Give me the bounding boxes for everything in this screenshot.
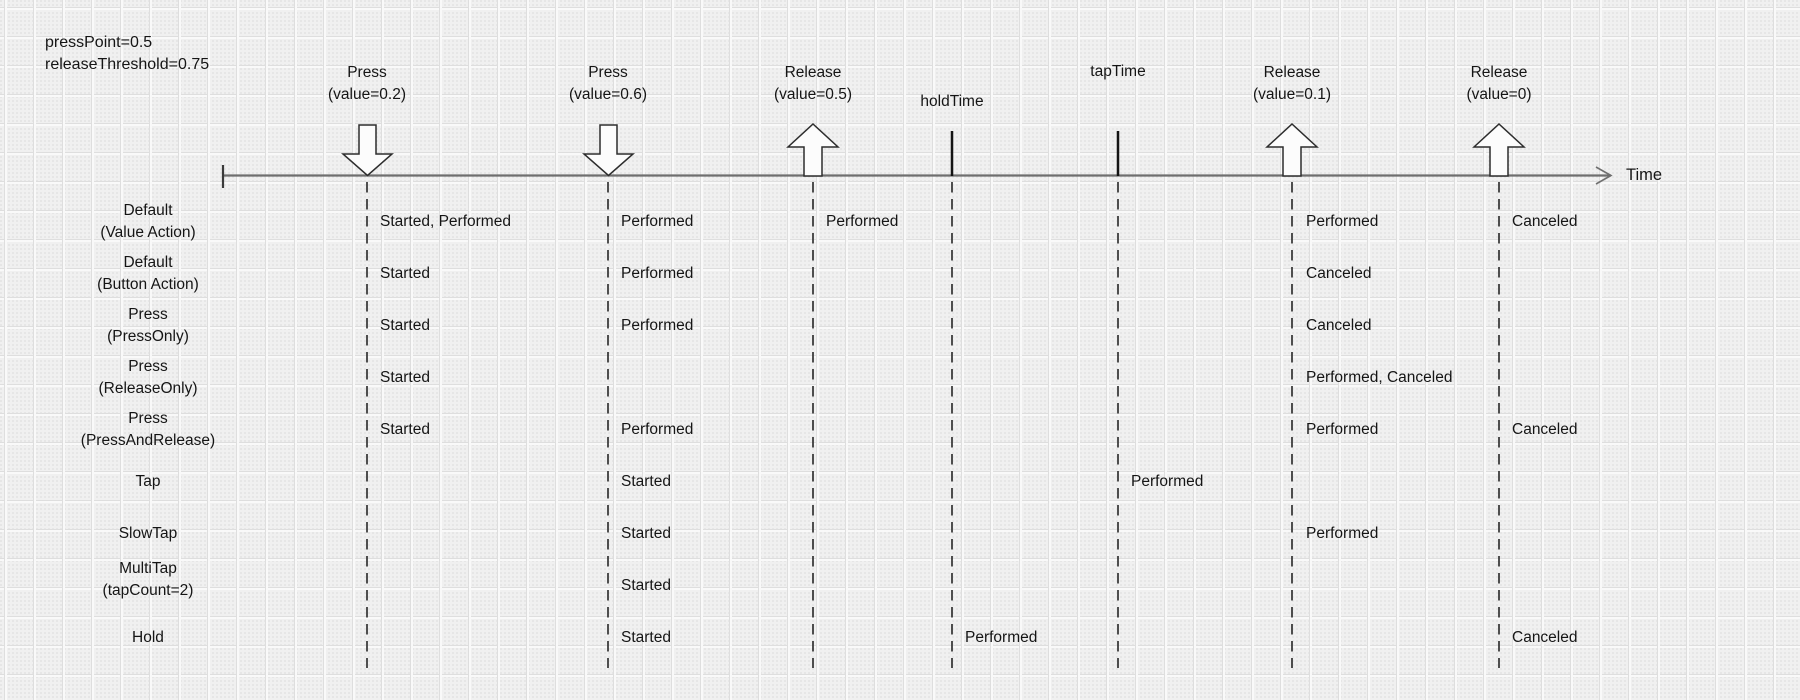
row-name: Tap xyxy=(135,473,161,490)
event-label-press-0.6: Press (value=0.6) xyxy=(518,62,698,106)
phase-cell: Started xyxy=(621,473,671,490)
event-name: Release xyxy=(1470,64,1528,81)
phase-cell: Performed xyxy=(621,317,694,334)
arrow-up-icon-release-0.5 xyxy=(786,122,840,177)
phase-cell: Performed xyxy=(1131,473,1204,490)
phase-cell: Started xyxy=(621,525,671,542)
phase-cell: Performed, Canceled xyxy=(1306,369,1453,386)
row-qualifier: (ReleaseOnly) xyxy=(98,380,198,397)
phase-cell: Started xyxy=(621,629,671,646)
row-name: Press xyxy=(128,410,168,427)
event-name: Release xyxy=(784,64,842,81)
event-label-release-0.1: Release (value=0.1) xyxy=(1202,62,1382,106)
row-name: Press xyxy=(128,358,168,375)
arrow-down-icon-press-0.2 xyxy=(341,124,394,177)
phase-cell: Started xyxy=(380,421,430,438)
row-qualifier: (PressOnly) xyxy=(107,328,189,345)
event-label-tap-time: tapTime xyxy=(1028,61,1208,83)
phase-cell: Canceled xyxy=(1512,421,1578,438)
phase-cell: Performed xyxy=(621,265,694,282)
row-label-default-button-action: Default (Button Action) xyxy=(28,252,268,296)
event-value: (value=0.2) xyxy=(328,86,406,103)
row-label-press-pressonly: Press (PressOnly) xyxy=(28,304,268,348)
row-label-press-pressandrelease: Press (PressAndRelease) xyxy=(28,408,268,452)
event-value: (value=0.5) xyxy=(774,86,852,103)
row-name: MultiTap xyxy=(119,560,177,577)
parameters-annotation: pressPoint=0.5 releaseThreshold=0.75 xyxy=(45,32,209,76)
phase-cell: Canceled xyxy=(1306,265,1372,282)
event-name: Press xyxy=(588,64,628,81)
phase-cell: Performed xyxy=(1306,525,1379,542)
row-name: Hold xyxy=(132,629,164,646)
phase-cell: Started xyxy=(621,577,671,594)
row-name: Default xyxy=(123,202,173,219)
row-label-press-releaseonly: Press (ReleaseOnly) xyxy=(28,356,268,400)
row-qualifier: (Button Action) xyxy=(97,276,199,293)
time-axis-label: Time xyxy=(1626,166,1663,184)
event-value: (value=0) xyxy=(1466,86,1532,103)
row-label-hold: Hold xyxy=(28,627,268,649)
phase-cell: Canceled xyxy=(1306,317,1372,334)
phase-cell: Started, Performed xyxy=(380,213,511,230)
event-name: Release xyxy=(1263,64,1321,81)
phase-cell: Performed xyxy=(621,213,694,230)
event-label-hold-time: holdTime xyxy=(862,91,1042,113)
row-label-slowtap: SlowTap xyxy=(28,523,268,545)
event-label-press-0.2: Press (value=0.2) xyxy=(277,62,457,106)
phase-cell: Started xyxy=(380,369,430,386)
row-label-tap: Tap xyxy=(28,471,268,493)
arrow-down-icon-press-0.6 xyxy=(582,124,635,177)
row-name: Default xyxy=(123,254,173,271)
event-label-release-0.5: Release (value=0.5) xyxy=(723,62,903,106)
phase-cell: Performed xyxy=(1306,213,1379,230)
phase-cell: Canceled xyxy=(1512,629,1578,646)
event-name: Press xyxy=(347,64,387,81)
phase-cell: Started xyxy=(380,265,430,282)
event-value: (value=0.6) xyxy=(569,86,647,103)
event-name: holdTime xyxy=(920,93,984,110)
axis-arrowhead-icon xyxy=(1595,166,1613,185)
phase-cell: Started xyxy=(380,317,430,334)
arrow-up-icon-release-0 xyxy=(1472,122,1526,177)
row-name: SlowTap xyxy=(118,525,178,542)
release-threshold-value: releaseThreshold=0.75 xyxy=(45,56,210,73)
phase-cell: Performed xyxy=(621,421,694,438)
row-qualifier: (PressAndRelease) xyxy=(80,432,216,449)
row-label-default-value-action: Default (Value Action) xyxy=(28,200,268,244)
phase-cell: Performed xyxy=(1306,421,1379,438)
arrow-up-icon-release-0.1 xyxy=(1265,122,1319,177)
press-point-value: pressPoint=0.5 xyxy=(45,34,153,51)
row-name: Press xyxy=(128,306,168,323)
row-label-multitap: MultiTap (tapCount=2) xyxy=(28,558,268,602)
phase-cell: Performed xyxy=(826,213,899,230)
phase-cell: Canceled xyxy=(1512,213,1578,230)
event-label-release-0: Release (value=0) xyxy=(1409,62,1589,106)
event-guidelines xyxy=(366,182,1500,668)
event-value: (value=0.1) xyxy=(1253,86,1331,103)
event-name: tapTime xyxy=(1090,63,1146,80)
row-qualifier: (tapCount=2) xyxy=(102,582,194,599)
row-qualifier: (Value Action) xyxy=(100,224,196,241)
phase-cell: Performed xyxy=(965,629,1038,646)
